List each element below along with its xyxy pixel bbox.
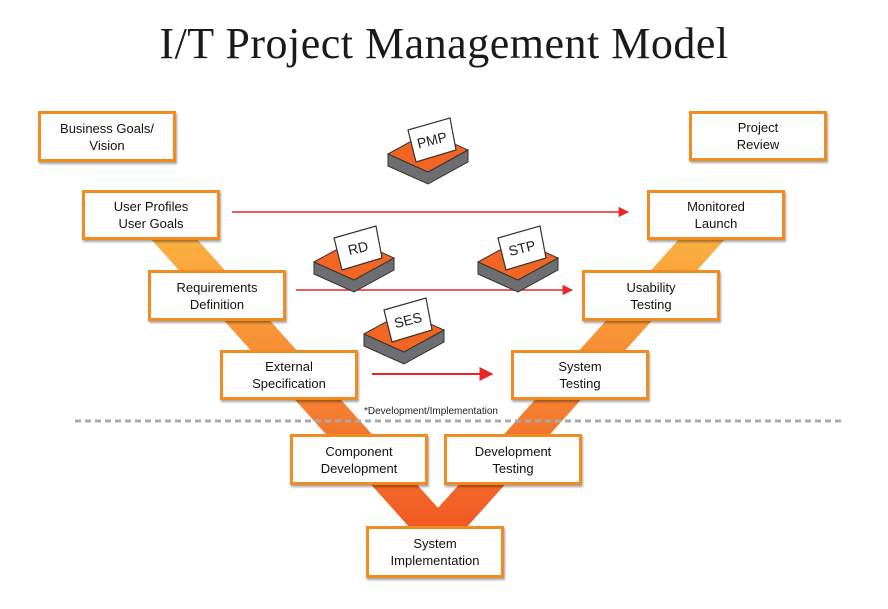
page-title: I/T Project Management Model bbox=[159, 19, 729, 68]
book-pmp-label: PMP bbox=[415, 129, 448, 152]
arrows bbox=[232, 206, 630, 381]
book-rd-icon: RD bbox=[312, 225, 396, 293]
development-note: *Development/Implementation bbox=[364, 406, 498, 417]
book-pmp-icon: PMP bbox=[386, 117, 470, 185]
project-review-box: Project Review bbox=[689, 111, 827, 161]
book-stp-icon: STP bbox=[476, 225, 560, 293]
system-implementation-box: System Implementation bbox=[366, 526, 504, 578]
monitored-launch-box: Monitored Launch bbox=[647, 190, 785, 240]
user-profiles-box: User Profiles User Goals bbox=[82, 190, 220, 240]
book-ses-icon: SES bbox=[362, 297, 446, 365]
requirements-definition-box: Requirements Definition bbox=[148, 270, 286, 321]
development-testing-box: Development Testing bbox=[444, 434, 582, 485]
business-goals-box: Business Goals/ Vision bbox=[38, 111, 176, 162]
usability-testing-box: Usability Testing bbox=[582, 270, 720, 321]
external-specification-box: External Specification bbox=[220, 350, 358, 400]
book-stp-label: STP bbox=[507, 237, 537, 259]
book-ses-label: SES bbox=[392, 309, 423, 331]
system-testing-box: System Testing bbox=[511, 350, 649, 400]
component-development-box: Component Development bbox=[290, 434, 428, 485]
book-rd-label: RD bbox=[346, 238, 370, 258]
